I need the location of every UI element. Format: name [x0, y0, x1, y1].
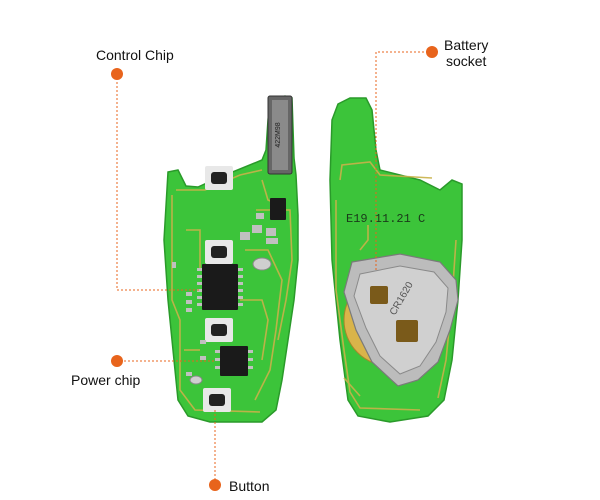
board-date-code: E19.11.21 C	[346, 212, 425, 226]
battery-socket-label-line1: Battery	[444, 37, 489, 53]
control-chip-label: Control Chip	[96, 47, 174, 63]
battery-socket-marker	[426, 46, 438, 58]
power-chip-marker	[111, 355, 123, 367]
button-label: Button	[229, 478, 270, 494]
right-pcb-board: E19.11.21 C CR1620	[329, 97, 463, 423]
power-chip-label: Power chip	[71, 372, 141, 388]
battery-socket-label: Battery socket	[444, 37, 488, 69]
power-chip	[215, 346, 253, 376]
button-4	[203, 388, 231, 412]
control-chip	[197, 264, 243, 310]
left-pcb-board: 422M98	[163, 95, 299, 423]
battery-socket: CR1620	[343, 253, 459, 387]
button-marker	[209, 479, 221, 491]
antenna-connector: 422M98	[267, 95, 293, 175]
control-chip-callout-line	[116, 74, 200, 291]
button-1	[205, 166, 233, 190]
control-chip-marker	[111, 68, 123, 80]
battery-socket-callout-line	[375, 51, 432, 270]
button-2	[205, 240, 233, 264]
callout-lines	[116, 51, 432, 482]
battery-socket-label-line2: socket	[445, 53, 487, 69]
connector-marking: 422M98	[275, 122, 282, 147]
button-3	[205, 318, 233, 342]
